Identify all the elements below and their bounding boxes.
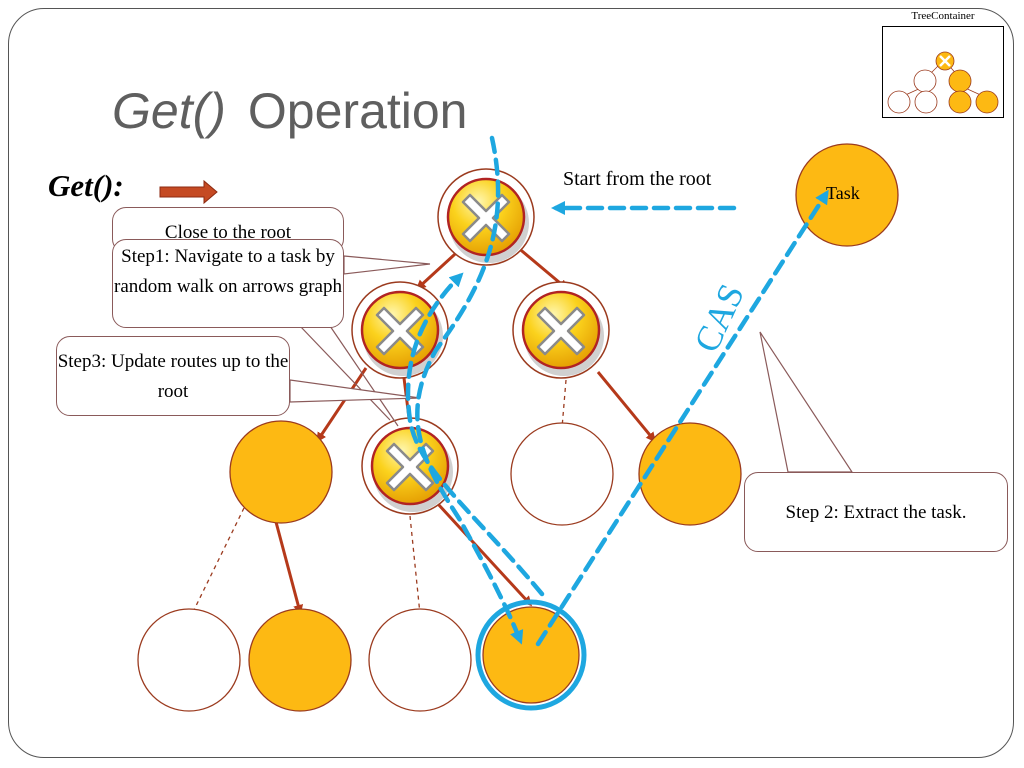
start-from-root-label: Start from the root: [563, 168, 712, 190]
node-ll: [229, 420, 333, 524]
walk-paths: [405, 135, 829, 647]
callout-step2: Step 2: Extract the task.: [744, 472, 1008, 552]
tree-container-thumbnail: [882, 26, 1004, 118]
node-leaf-1-empty: [137, 608, 241, 712]
edge-right-to-rr: [596, 371, 656, 443]
x-mark-icon: [360, 416, 460, 516]
edge-ll-to-child: [274, 521, 304, 615]
callout-pointers: [289, 255, 854, 473]
get-label: Get():: [48, 168, 124, 203]
callout-step3: Step3: Update routes up to the root: [56, 336, 290, 416]
x-mark-icon: [511, 280, 611, 380]
tree-container-title: TreeContainer: [911, 10, 975, 22]
selected-task-node: [475, 599, 587, 711]
navigate-path: [415, 135, 524, 645]
title-function: Get(): [112, 83, 226, 139]
tree-container-mini-tree: [887, 51, 999, 114]
page-title: Get() Operation: [112, 82, 468, 140]
callout-step1: Step1: Navigate to a task by random walk…: [112, 239, 344, 328]
cas-path: [535, 189, 829, 647]
dashed-edges: [191, 379, 567, 615]
node-rl-empty: [510, 422, 614, 526]
pointer-step1-root: [343, 255, 431, 275]
pointer-step1-navigate: [329, 325, 399, 427]
edge-left-to-ll: [316, 367, 368, 443]
x-mark-icon: [350, 280, 450, 380]
pointer-step2: [759, 331, 854, 473]
node-leaf-3-empty: [368, 608, 472, 712]
update-route-path: [405, 272, 545, 597]
title-operation: Operation: [247, 83, 468, 139]
arrow-right-icon: [159, 179, 218, 205]
edge-lr-to-task: [436, 502, 533, 607]
edge-root-to-right: [515, 244, 569, 290]
task-label: Task: [826, 183, 860, 203]
task-node: [795, 143, 899, 247]
node-rr: [638, 422, 742, 526]
pointer-step3: [289, 379, 421, 403]
plain-nodes: [137, 143, 899, 712]
node-leaf-2: [248, 608, 352, 712]
x-mark-icon: [436, 167, 536, 267]
